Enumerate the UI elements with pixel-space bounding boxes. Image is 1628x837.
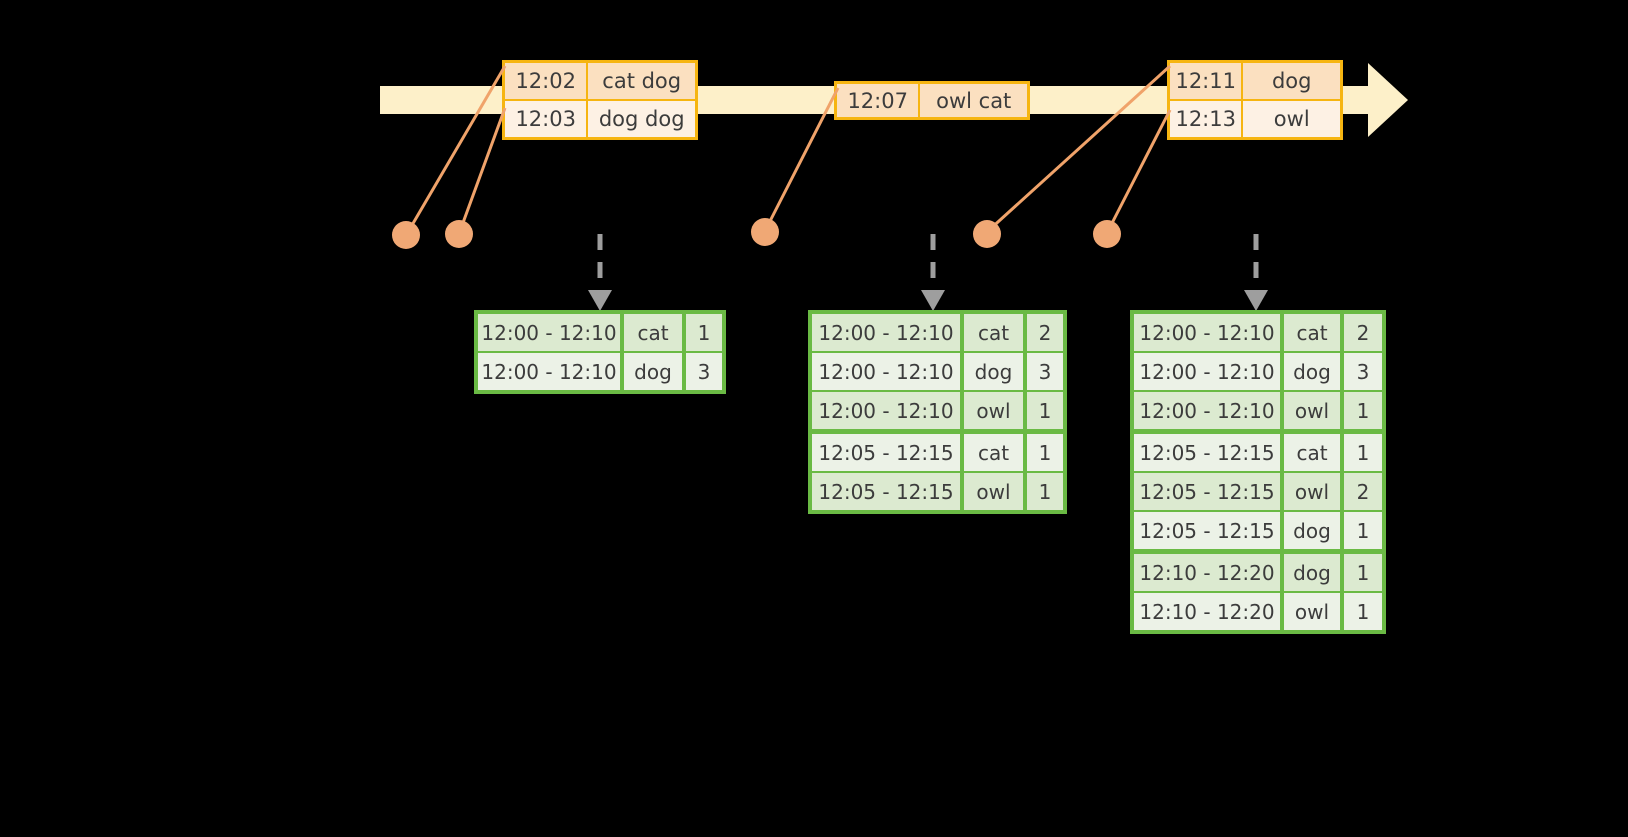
event-time: 12:13 xyxy=(1170,101,1244,137)
event-box-group-1: 12:02 cat dog 12:03 dog dog xyxy=(502,60,698,140)
cell-window: 12:00 - 12:10 xyxy=(1134,392,1284,429)
event-dot xyxy=(445,220,473,248)
cell-word: owl xyxy=(1284,473,1344,510)
cell-count: 1 xyxy=(1344,512,1382,549)
event-words: owl xyxy=(1243,101,1340,137)
event-dot xyxy=(751,218,779,246)
cell-word: owl xyxy=(1284,392,1344,429)
cell-window: 12:10 - 12:20 xyxy=(1134,554,1284,591)
cell-window: 12:00 - 12:10 xyxy=(478,353,624,390)
cell-window: 12:05 - 12:15 xyxy=(1134,473,1284,510)
event-words: dog dog xyxy=(588,101,695,137)
event-row: 12:13 owl xyxy=(1170,99,1340,137)
cell-count: 2 xyxy=(1027,314,1063,351)
timeline-arrowhead-icon xyxy=(1368,63,1408,137)
cell-word: cat xyxy=(964,434,1027,471)
cell-count: 2 xyxy=(1344,473,1382,510)
cell-window: 12:05 - 12:15 xyxy=(812,473,964,510)
event-dot xyxy=(392,221,420,249)
cell-word: cat xyxy=(624,314,686,351)
connector-line xyxy=(458,107,507,232)
event-time: 12:02 xyxy=(505,63,589,99)
cell-word: cat xyxy=(964,314,1027,351)
event-time: 12:11 xyxy=(1170,63,1244,99)
cell-word: owl xyxy=(964,392,1027,429)
cell-word: dog xyxy=(1284,554,1344,591)
event-row: 12:03 dog dog xyxy=(505,99,695,137)
down-arrow-icon-2 xyxy=(921,234,945,311)
cell-count: 2 xyxy=(1344,314,1382,351)
cell-count: 3 xyxy=(686,353,722,390)
cell-word: cat xyxy=(1284,434,1344,471)
cell-word: dog xyxy=(1284,353,1344,390)
cell-count: 1 xyxy=(1344,593,1382,630)
cell-window: 12:00 - 12:10 xyxy=(1134,314,1284,351)
event-box-group-2: 12:07 owl cat xyxy=(834,81,1030,120)
cell-window: 12:10 - 12:20 xyxy=(1134,593,1284,630)
event-dot xyxy=(1093,220,1121,248)
event-row: 12:07 owl cat xyxy=(837,84,1027,117)
event-time: 12:03 xyxy=(505,101,589,137)
cell-count: 3 xyxy=(1344,353,1382,390)
cell-window: 12:05 - 12:15 xyxy=(1134,434,1284,471)
cell-window: 12:00 - 12:10 xyxy=(478,314,624,351)
cell-window: 12:00 - 12:10 xyxy=(812,314,964,351)
cell-window: 12:05 - 12:15 xyxy=(1134,512,1284,549)
cell-word: owl xyxy=(964,473,1027,510)
cell-count: 1 xyxy=(686,314,722,351)
cell-count: 1 xyxy=(1344,392,1382,429)
cell-word: owl xyxy=(1284,593,1344,630)
cell-count: 3 xyxy=(1027,353,1063,390)
event-box-group-3: 12:11 dog 12:13 owl xyxy=(1167,60,1343,140)
cell-count: 1 xyxy=(1027,473,1063,510)
cell-count: 1 xyxy=(1344,434,1382,471)
down-arrow-icon-3 xyxy=(1244,234,1268,311)
event-words: owl cat xyxy=(920,84,1027,117)
down-arrow-icon-1 xyxy=(588,234,612,311)
cell-count: 1 xyxy=(1027,434,1063,471)
cell-window: 12:00 - 12:10 xyxy=(812,392,964,429)
event-time: 12:07 xyxy=(837,84,921,117)
cell-word: dog xyxy=(964,353,1027,390)
event-words: dog xyxy=(1243,63,1340,99)
cell-count: 1 xyxy=(1344,554,1382,591)
cell-window: 12:05 - 12:15 xyxy=(812,434,964,471)
event-row: 12:02 cat dog xyxy=(505,63,695,99)
cell-window: 12:00 - 12:10 xyxy=(1134,353,1284,390)
event-row: 12:11 dog xyxy=(1170,63,1340,99)
event-words: cat dog xyxy=(588,63,695,99)
event-dot xyxy=(973,220,1001,248)
cell-count: 1 xyxy=(1027,392,1063,429)
cell-word: cat xyxy=(1284,314,1344,351)
cell-word: dog xyxy=(624,353,686,390)
cell-word: dog xyxy=(1284,512,1344,549)
connector-line xyxy=(1106,109,1172,232)
cell-window: 12:00 - 12:10 xyxy=(812,353,964,390)
